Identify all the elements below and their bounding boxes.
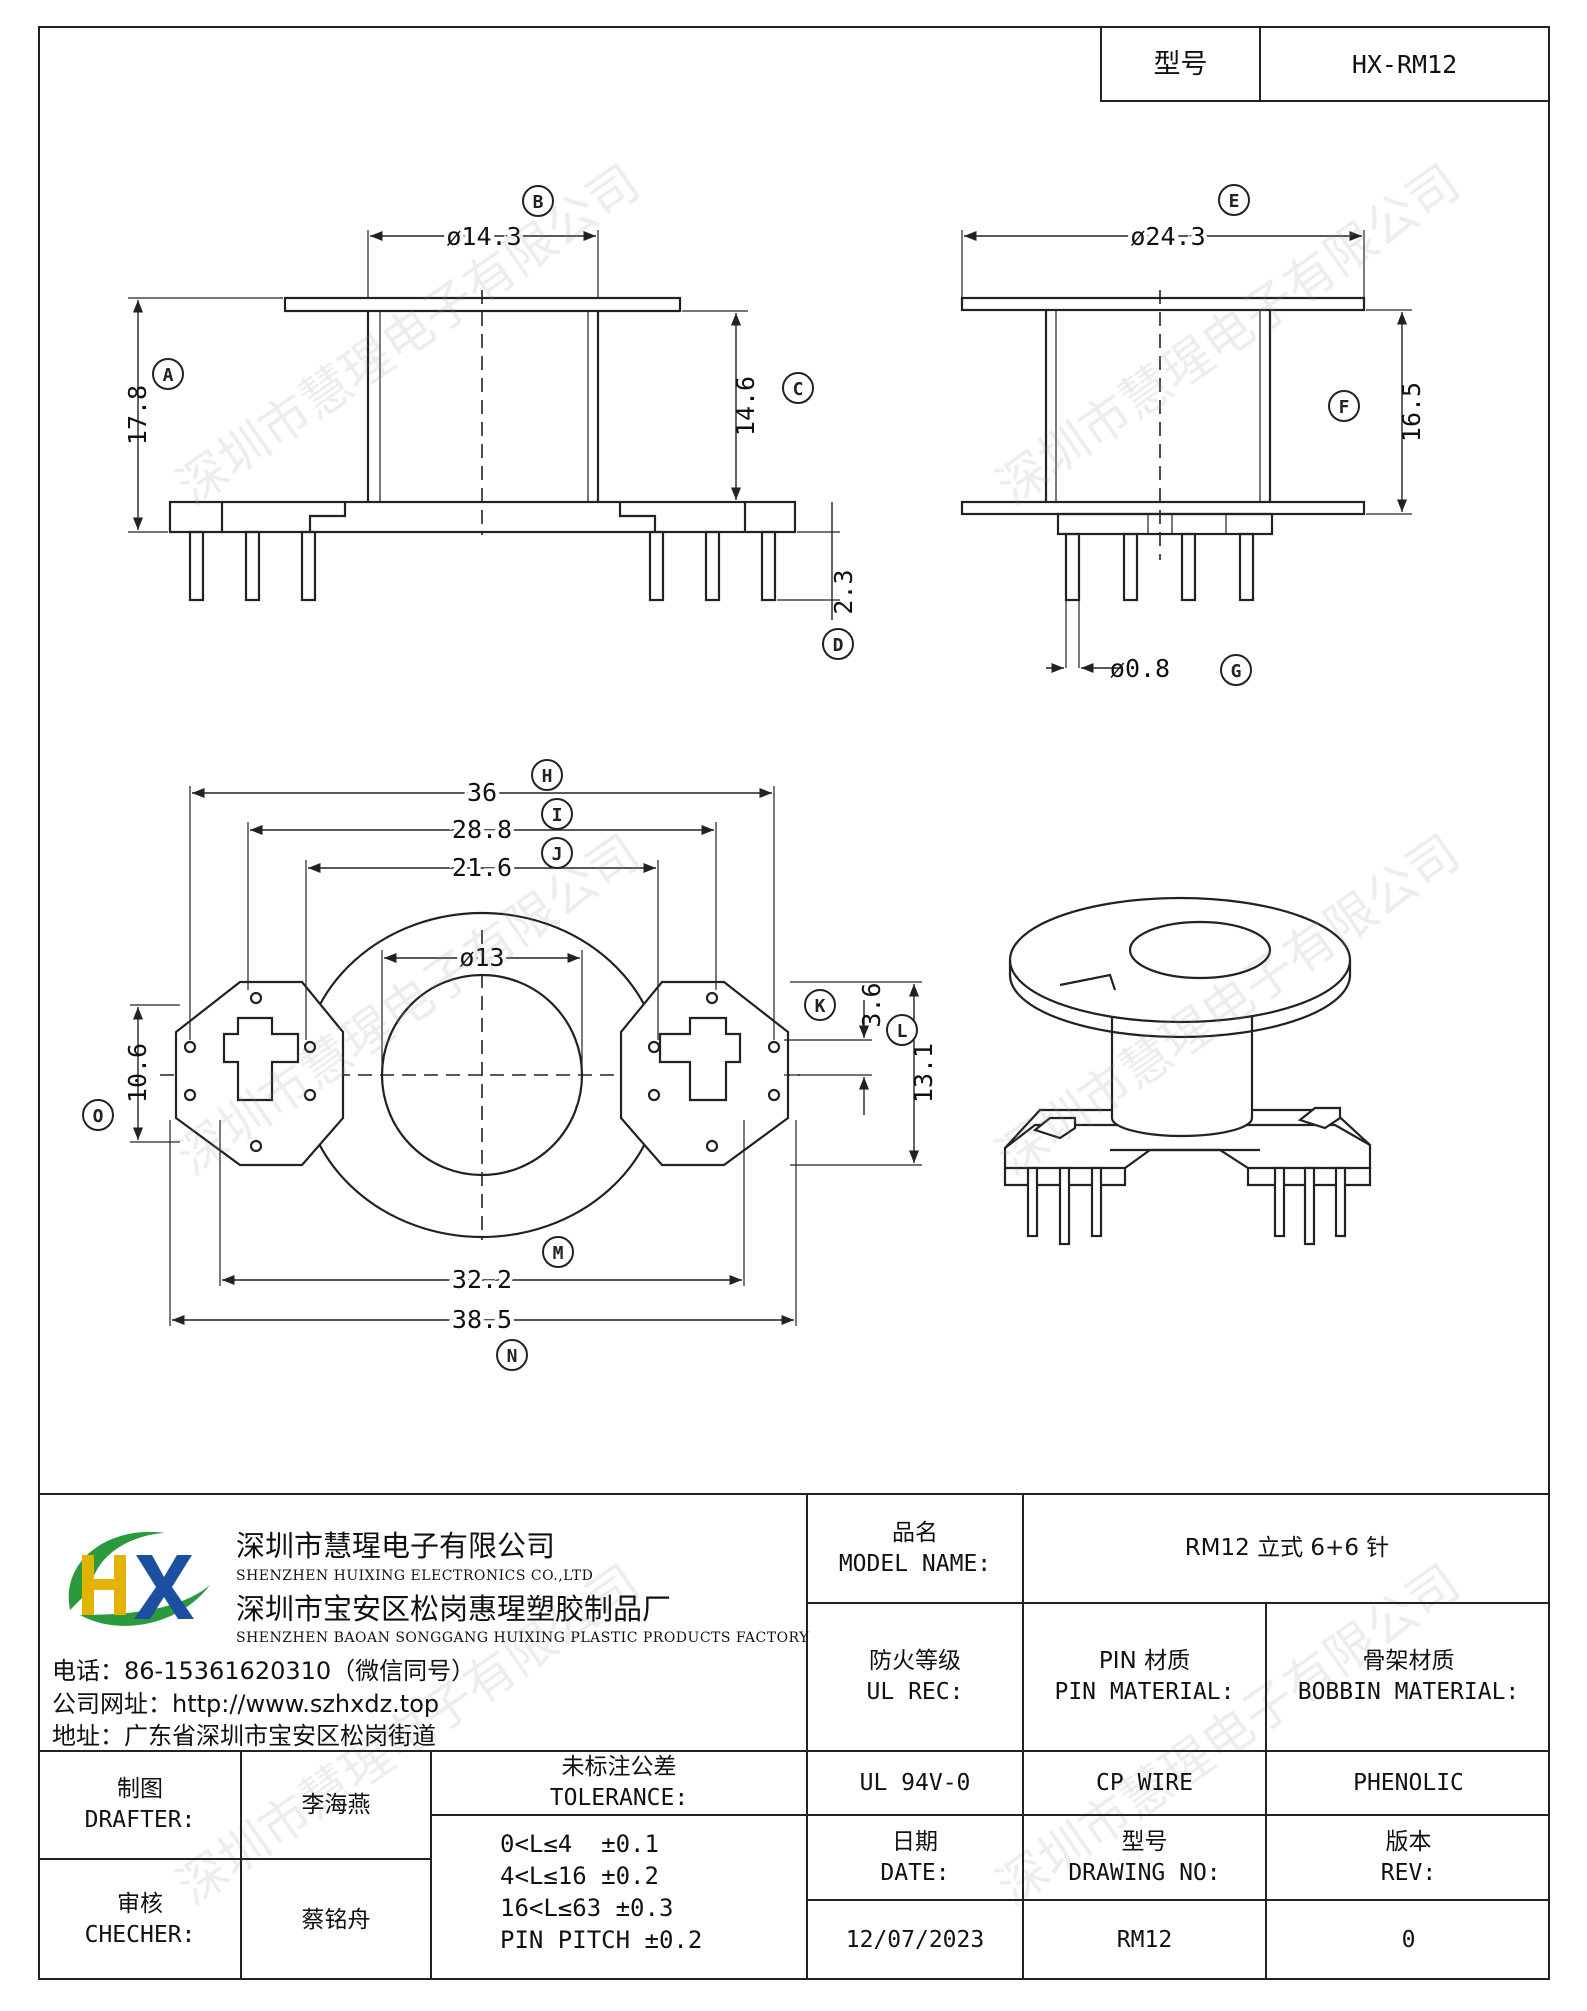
dim-h: 36 <box>467 778 497 807</box>
marker-d: D <box>833 635 844 656</box>
tolerance-line: PIN PITCH ±0.2 <box>500 1926 703 1954</box>
checker-value: 蔡铭舟 <box>301 1906 371 1933</box>
ul-rec-value: UL 94V-0 <box>859 1769 971 1796</box>
side-view <box>960 230 1412 674</box>
bobbin-material-label: 骨架材质 BOBBIN MATERIAL: <box>1297 1648 1520 1705</box>
isometric-view <box>1003 896 1372 1246</box>
pin-material-value: CP WIRE <box>1096 1769 1193 1796</box>
company-website: 公司网址：http://www.szhxdz.top <box>52 1690 440 1718</box>
dim-e: ø24.3 <box>1130 222 1205 251</box>
company-address: 地址：广东省深圳市宝安区松岗街道 <box>52 1722 436 1750</box>
company-name-cn: 深圳市慧瑆电子有限公司 <box>236 1529 556 1563</box>
ul-rec-label: 防火等级 UL REC: <box>866 1648 964 1705</box>
rev-label: 版本 REV: <box>1380 1828 1437 1886</box>
tolerance-label: 未标注公差 TOLERANCE: <box>549 1754 689 1811</box>
dim-core: ø13 <box>459 943 504 972</box>
marker-m: M <box>553 1243 564 1264</box>
date-label: 日期 DATE: <box>880 1828 950 1886</box>
title-block-line <box>38 1750 1550 1752</box>
header-divider <box>1259 26 1261 102</box>
marker-h: H <box>542 766 553 787</box>
tolerance-line: 16<L≤63 ±0.3 <box>500 1894 674 1922</box>
marker-b: B <box>533 192 544 213</box>
drafter-label: 制图 DRAFTER: <box>84 1776 196 1833</box>
marker-j: J <box>552 844 563 865</box>
pin-material-label: PIN 材质 PIN MATERIAL: <box>1054 1648 1235 1705</box>
front-view <box>128 230 840 620</box>
title-block-line <box>806 1899 1550 1901</box>
title-block-line <box>430 1750 432 1980</box>
dim-d: 2.3 <box>829 569 858 614</box>
header-border-bottom <box>1100 100 1550 102</box>
title-block-line <box>1022 1493 1024 1980</box>
dim-n: 38.5 <box>452 1305 512 1334</box>
title-block-line <box>38 1858 430 1860</box>
bottom-view <box>130 786 922 1326</box>
title-block-line <box>1265 1602 1267 1980</box>
title-block-line <box>806 1602 1550 1604</box>
dim-i: 28.8 <box>452 815 512 844</box>
marker-o: O <box>93 1106 104 1127</box>
checker-label: 审核 CHECHER: <box>84 1891 196 1948</box>
factory-name-cn: 深圳市宝安区松岗惠瑆塑胶制品厂 <box>236 1592 672 1626</box>
company-name-en: SHENZHEN HUIXING ELECTRONICS CO.,LTD <box>236 1568 594 1584</box>
marker-c: C <box>793 379 804 400</box>
marker-g: G <box>1231 661 1242 682</box>
title-block-line <box>806 1814 1550 1816</box>
marker-e: E <box>1229 191 1240 212</box>
dim-f: 16.5 <box>1397 382 1426 442</box>
title-block-line <box>806 1493 808 1980</box>
dim-m: 32.2 <box>452 1265 512 1294</box>
date-value: 12/07/2023 <box>845 1927 985 1953</box>
title-block-line <box>240 1750 242 1980</box>
drawing-no-value: RM12 <box>1116 1927 1173 1953</box>
dim-b: ø14.3 <box>446 222 521 251</box>
company-logo-icon <box>68 1531 210 1626</box>
drawing-no-label: 型号 DRAWING NO: <box>1068 1828 1221 1886</box>
dim-o: 10.6 <box>123 1043 152 1103</box>
drafter-value: 李海燕 <box>301 1791 371 1818</box>
factory-name-en: SHENZHEN BAOAN SONGGANG HUIXING PLASTIC … <box>236 1630 809 1646</box>
dim-g: ø0.8 <box>1110 654 1170 683</box>
rev-value: 0 <box>1401 1927 1416 1953</box>
marker-k: K <box>815 996 826 1017</box>
marker-a: A <box>163 365 174 386</box>
marker-n: N <box>507 1346 518 1367</box>
model-name-label: 品名 MODEL NAME: <box>838 1519 992 1577</box>
marker-f: F <box>1339 397 1350 418</box>
header-border-left <box>1100 26 1102 102</box>
bobbin-material-value: PHENOLIC <box>1353 1769 1464 1796</box>
technical-drawing: B A C D E F G H I J K L M N O ø14.3 ø24.… <box>82 184 1426 1371</box>
dim-j: 21.6 <box>452 853 512 882</box>
dim-l: 13.1 <box>909 1043 938 1103</box>
marker-l: L <box>897 1021 908 1042</box>
header-model-value: HX-RM12 <box>1351 49 1458 79</box>
company-phone: 电话：86-15361620310（微信同号） <box>52 1657 476 1685</box>
header-model-label: 型号 <box>1153 48 1208 80</box>
drawing-frame <box>38 26 1550 1980</box>
model-name-value: RM12 立式 6+6 针 <box>1184 1535 1390 1561</box>
title-block-line <box>430 1814 806 1816</box>
dim-c: 14.6 <box>731 376 760 436</box>
tolerance-line: 4<L≤16 ±0.2 <box>500 1862 659 1890</box>
marker-i: I <box>552 805 563 826</box>
dim-k: 3.6 <box>857 982 886 1027</box>
dim-a: 17.8 <box>123 385 152 445</box>
tolerance-line: 0<L≤4 ±0.1 <box>500 1830 659 1858</box>
title-block-top-border <box>38 1493 1550 1495</box>
